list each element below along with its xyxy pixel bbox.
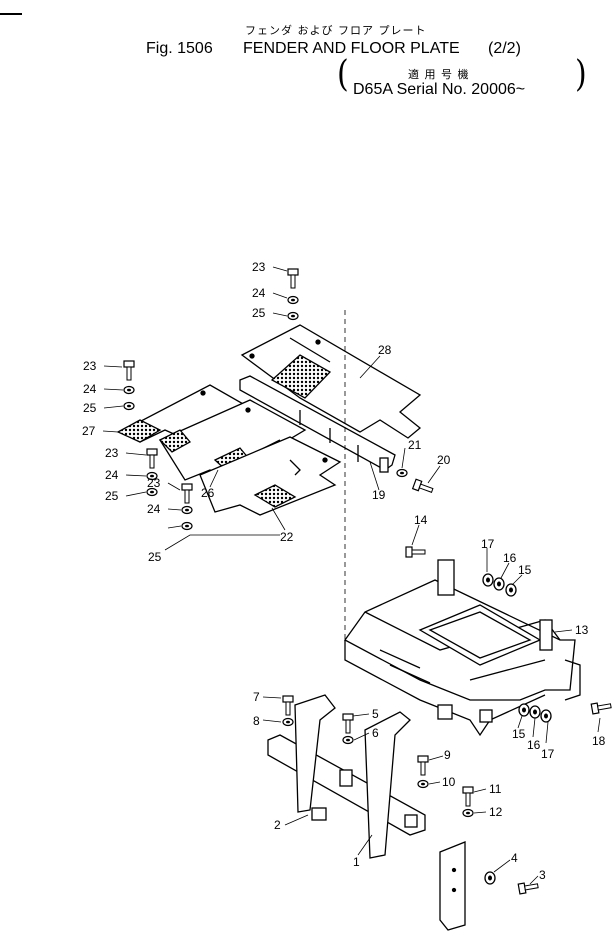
callout-24: 24: [252, 286, 266, 300]
bolt-18: [590, 700, 613, 715]
callout-2: 2: [274, 818, 281, 832]
callout-16: 16: [503, 551, 517, 565]
floor-plate-22: [199, 436, 342, 516]
bolt-stack-top: [287, 268, 299, 321]
callout-16: 16: [527, 738, 541, 752]
callout-10: 10: [442, 775, 456, 789]
callout-8: 8: [253, 714, 260, 728]
callout-15: 15: [512, 727, 526, 741]
callout-27: 27: [82, 424, 96, 438]
bolt-stack-5-6: [342, 713, 354, 745]
fig-label: Fig. 1506: [146, 40, 213, 57]
applicable-label: 適 用 号 機: [408, 68, 470, 81]
callout-23: 23: [147, 476, 161, 490]
callout-25: 25: [252, 306, 266, 320]
frame-13: [344, 559, 581, 737]
bolt-stack-left: [123, 360, 135, 411]
nuts-upper: [482, 573, 517, 597]
callout-17: 17: [541, 747, 555, 761]
sheet-number: (2/2): [488, 40, 521, 57]
callout-25: 25: [148, 550, 162, 564]
callout-15: 15: [518, 563, 532, 577]
callout-labels: 23 24 25 28 23 24 25 27 21 20 19 23 24 2…: [82, 260, 606, 882]
callout-1: 1: [353, 855, 360, 869]
floor-plate-28: [240, 324, 422, 439]
support-frame-1: [267, 694, 466, 931]
callout-24: 24: [105, 468, 119, 482]
callout-23: 23: [83, 359, 97, 373]
callout-17: 17: [481, 537, 495, 551]
callout-7: 7: [253, 690, 260, 704]
left-paren: (: [337, 53, 349, 96]
callout-20: 20: [437, 453, 451, 467]
bolt-stack-lower: [181, 483, 193, 531]
callout-24: 24: [83, 382, 97, 396]
bolt-stack-11-12: [462, 786, 474, 818]
callout-26: 26: [201, 486, 215, 500]
callout-13: 13: [575, 623, 589, 637]
serial-number: D65A Serial No. 20006~: [353, 81, 526, 98]
callout-9: 9: [444, 748, 451, 762]
callout-24: 24: [147, 502, 161, 516]
callout-19: 19: [372, 488, 386, 502]
leader-lines: [102, 266, 601, 885]
callout-3: 3: [539, 868, 546, 882]
right-paren: ): [575, 53, 587, 96]
callout-21: 21: [408, 438, 422, 452]
callout-23: 23: [105, 446, 119, 460]
callout-23: 23: [252, 260, 266, 274]
callout-4: 4: [511, 851, 518, 865]
bolt-stack-7-8: [282, 695, 294, 727]
callout-5: 5: [372, 707, 379, 721]
callout-11: 11: [489, 782, 502, 796]
callout-18: 18: [592, 734, 606, 748]
callout-25: 25: [83, 401, 97, 415]
top-rule: [0, 13, 22, 15]
bolt-14: [405, 546, 426, 558]
callout-28: 28: [378, 343, 392, 357]
callout-22: 22: [280, 530, 294, 544]
page-title: FENDER AND FLOOR PLATE: [243, 40, 460, 57]
bracket-19: [239, 375, 396, 473]
bolt-stack-9-10: [417, 755, 429, 789]
callout-14: 14: [414, 513, 428, 527]
callout-12: 12: [489, 805, 503, 819]
japanese-title: フェンダ および フロア プレート: [245, 24, 427, 37]
callout-6: 6: [372, 726, 379, 740]
callout-25: 25: [105, 489, 119, 503]
